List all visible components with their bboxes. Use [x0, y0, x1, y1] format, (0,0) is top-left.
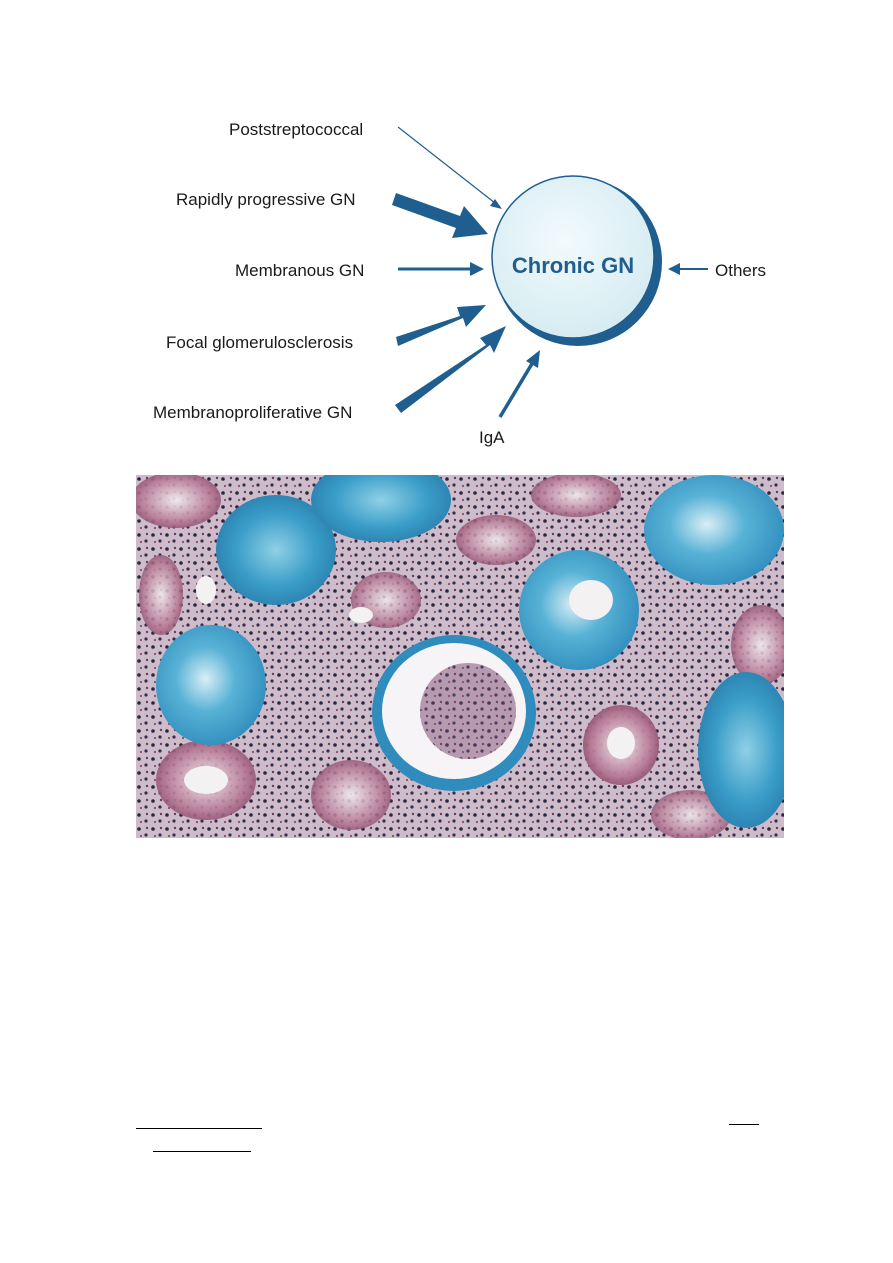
arrow-membranous [398, 262, 484, 276]
label-focal: Focal glomerulosclerosis [166, 333, 353, 352]
arrow-rapidly-progressive [392, 193, 488, 238]
label-membranoproliferative: Membranoproliferative GN [153, 403, 352, 422]
label-poststreptococcal: Poststreptococcal [229, 120, 363, 139]
underline-mark-2 [136, 1128, 262, 1129]
label-rapidly-progressive: Rapidly progressive GN [176, 190, 356, 209]
center-label: Chronic GN [512, 253, 634, 278]
arrow-iga [498, 350, 540, 418]
label-membranous: Membranous GN [235, 261, 364, 280]
arrow-membranoproliferative [395, 326, 506, 413]
label-iga: IgA [479, 428, 505, 447]
arrow-others [668, 263, 708, 275]
arrow-poststreptococcal [397, 126, 502, 209]
underline-mark-1 [729, 1124, 759, 1125]
chronic-gn-node: Chronic GN [491, 175, 662, 346]
arrow-focal [396, 305, 486, 346]
label-others: Others [715, 261, 766, 280]
underline-mark-3 [153, 1151, 251, 1152]
kidney-histology-micrograph [136, 475, 784, 838]
chronic-gn-diagram: Chronic GN Poststreptococcal Rapidly pro… [153, 120, 766, 447]
